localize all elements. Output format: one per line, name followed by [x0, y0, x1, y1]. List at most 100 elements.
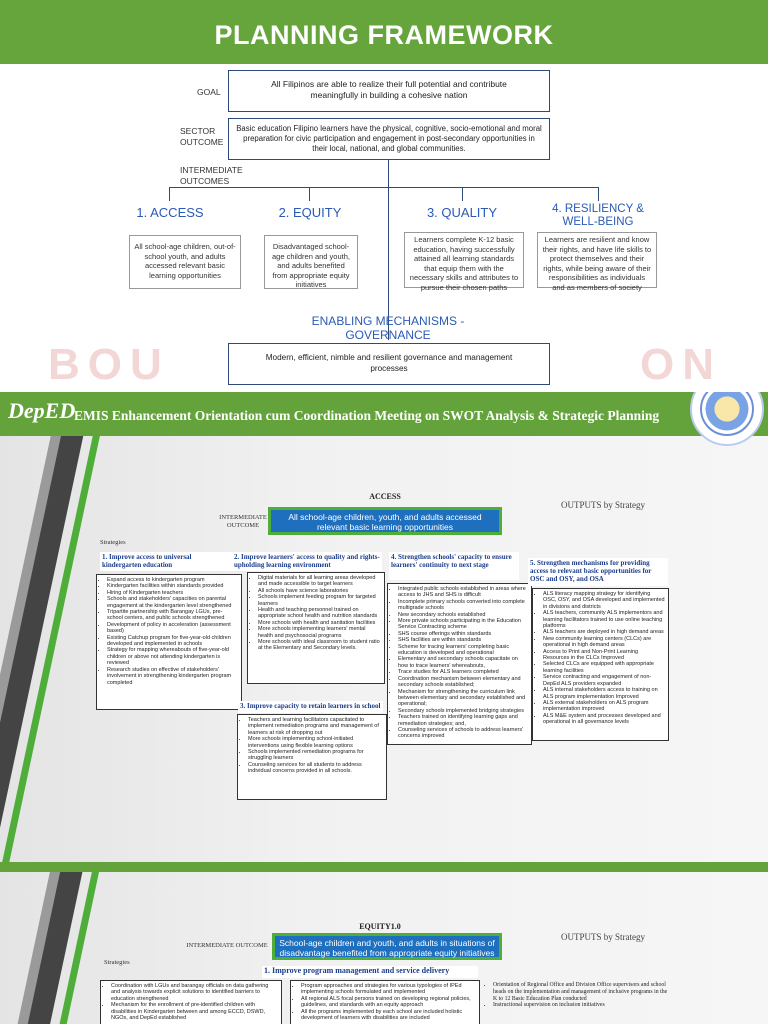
doc-title: ACCESS	[369, 492, 401, 501]
strategy-3-box: Teachers and learning facilitators capac…	[237, 714, 387, 800]
list-item: Tripartite partnership with Barangay LGU…	[107, 609, 238, 622]
equity-col-1-box: Coordination with LGUs and barangay offi…	[100, 980, 282, 1024]
intermediate-outcome-text: All school-age children, youth, and adul…	[288, 512, 482, 532]
list-item: Counseling services of schools to addres…	[398, 727, 528, 740]
strategy-2-box: Digital materials for all learning areas…	[247, 572, 385, 684]
list-item: ALS internal stakeholders access to trai…	[543, 687, 665, 700]
list-item: More schools with ideal classroom to stu…	[258, 639, 381, 652]
strategy-4-box: Integrated public schools established in…	[387, 583, 532, 745]
list-item: All schools have science laboratories	[258, 588, 381, 594]
strategy-1-head: 1. Improve access to universal kindergar…	[100, 552, 232, 571]
enabling-title: ENABLING MECHANISMS - GOVERNANCE	[311, 314, 465, 342]
strategies-label: Strategies	[100, 539, 126, 546]
seal-inner	[700, 392, 754, 436]
list-item: Instructional supervision on inclusion i…	[493, 1002, 669, 1009]
list-item: Elementary and secondary schools capacit…	[398, 656, 528, 669]
strategy-2-head: 2. Improve learners' access to quality a…	[232, 552, 382, 571]
strategy-1-list: Expand access to kindergarten programKin…	[99, 577, 238, 686]
list-item: More private schools participating in th…	[398, 618, 528, 631]
list-item: Hiring of Kindergarten teachers	[107, 590, 238, 596]
equity-col-1-list: Coordination with LGUs and barangay offi…	[103, 983, 278, 1021]
list-item: Expand access to kindergarten program	[107, 577, 238, 583]
planning-framework-slide: PLANNING FRAMEWORK BOU ON GOAL SECTOR OU…	[0, 0, 768, 392]
title-banner	[0, 0, 768, 64]
list-item: ALS external stakeholders on ALS program…	[543, 700, 665, 713]
list-item: Existing Catchup program for five-year-o…	[107, 635, 238, 648]
list-item: Teachers trained on identifying learning…	[398, 714, 528, 727]
list-item: Program approaches and strategies for va…	[301, 983, 476, 996]
list-item: Kindergarten facilities within standards…	[107, 583, 238, 589]
list-item: ALS literacy mapping strategy for identi…	[543, 591, 665, 610]
intermediate-outcome-box-2: School-age children and youth, and adult…	[272, 933, 502, 960]
list-item: All regional ALS focal persons trained o…	[301, 996, 476, 1009]
list-item: Secondary schools implemented bridging s…	[398, 708, 528, 714]
intermediate-outcome-label: INTERMEDIATE OUTCOME	[219, 514, 267, 529]
pillar-equity-box: Disadvantaged school-age children and yo…	[264, 235, 358, 289]
list-item: New secondary schools established	[398, 612, 528, 618]
pillar-equity-title: 2. EQUITY	[278, 205, 342, 220]
goal-text: All Filipinos are able to realize their …	[271, 79, 507, 100]
list-item: Schools implemented remediation programs…	[248, 749, 383, 762]
list-item: More schools with health and sanitation …	[258, 620, 381, 626]
sector-outcome-text: Basic education Filipino learners have t…	[236, 124, 542, 153]
list-item: Orientation of Regional Office and Divis…	[493, 982, 669, 1002]
outputs-title-2: OUTPUTS by Strategy	[561, 932, 645, 942]
pillar-access-box: All school-age children, out-of-school y…	[129, 235, 241, 289]
connector-quality	[462, 187, 463, 201]
equity-col-2-box: Program approaches and strategies for va…	[290, 980, 480, 1024]
pillar-access-text: All school-age children, out-of-school y…	[134, 242, 236, 280]
connector-equity	[309, 187, 310, 201]
connector-horizontal	[169, 187, 599, 188]
list-item: Digital materials for all learning areas…	[258, 575, 381, 588]
list-item: Trace studies for ALS learners completed	[398, 669, 528, 675]
strategy-5-box: ALS literacy mapping strategy for identi…	[532, 588, 669, 741]
list-item: Schools and stakeholders' capacities on …	[107, 596, 238, 609]
strategy-4-list: Integrated public schools established in…	[390, 586, 528, 740]
pillar-resiliency-box: Learners are resilient and know their ri…	[537, 232, 657, 292]
pillar-quality-text: Learners complete K-12 basic education, …	[409, 235, 519, 292]
enabling-text: Modern, efficient, nimble and resilient …	[265, 353, 513, 373]
list-item: Mechanism for the enrollment of pre-iden…	[111, 1002, 278, 1021]
list-item: More schools implementing school-initiat…	[248, 736, 383, 749]
slide-title: PLANNING FRAMEWORK	[214, 20, 554, 50]
outputs-title: OUTPUTS by Strategy	[561, 500, 645, 510]
list-item: ALS M&E system and processes developed a…	[543, 713, 665, 726]
strategy-1-head-2: 1. Improve program management and servic…	[262, 966, 478, 978]
watermark-right: ON	[640, 340, 722, 389]
strategy-1-box: Expand access to kindergarten programKin…	[96, 574, 242, 710]
goal-box: All Filipinos are able to realize their …	[228, 70, 550, 112]
list-item: Coordination mechanism between elementar…	[398, 676, 528, 689]
intermediate-label: INTERMEDIATE OUTCOMES	[180, 165, 243, 186]
list-item: ALS teachers are deployed in high demand…	[543, 629, 665, 635]
pillar-equity-text: Disadvantaged school-age children and yo…	[272, 242, 350, 289]
header-bar-2	[0, 862, 768, 872]
intermediate-outcome-text-2: School-age children and youth, and adult…	[279, 938, 495, 958]
list-item: Coordination with LGUs and barangay offi…	[111, 983, 278, 1002]
pillar-quality-title: 3. QUALITY	[426, 205, 498, 220]
strategy-3-head: 3. Improve capacity to retain learners i…	[238, 701, 383, 713]
list-item: Development of policy in acceleration (a…	[107, 622, 238, 635]
strategy-2-list: Digital materials for all learning areas…	[250, 575, 381, 652]
list-item: Integrated public schools established in…	[398, 586, 528, 599]
strategy-5-head: 5. Strengthen mechanisms for providing a…	[528, 558, 668, 586]
equity-col-3-list: Orientation of Regional Office and Divis…	[484, 982, 669, 1009]
list-item: Selected CLCs are equipped with appropri…	[543, 661, 665, 674]
list-item: Service contracting and engagement of no…	[543, 674, 665, 687]
list-item: Health and teaching personnel trained on…	[258, 607, 381, 620]
list-item: Scheme for tracing learners' completing …	[398, 644, 528, 657]
equity-doc-title: EQUITY1.0	[359, 922, 401, 931]
list-item: ALS teachers, community ALS implementors…	[543, 610, 665, 629]
pillar-quality-box: Learners complete K-12 basic education, …	[404, 232, 524, 292]
list-item: All the programs implemented by each sch…	[301, 1009, 476, 1022]
list-item: Research studies on effective of stakeho…	[107, 667, 238, 686]
list-item: More schools implementing learners' ment…	[258, 626, 381, 639]
header-bar	[0, 392, 768, 436]
pillar-resiliency-text: Learners are resilient and know their ri…	[542, 235, 652, 292]
list-item: Counseling services for all students to …	[248, 762, 383, 775]
list-item: Strategy for mapping whereabouts of five…	[107, 647, 238, 666]
list-item: Incomplete primary schools converted int…	[398, 599, 528, 612]
goal-label: GOAL	[197, 87, 221, 97]
list-item: Teachers and learning facilitators capac…	[248, 717, 383, 736]
deped-logo: DepED	[8, 398, 76, 423]
watermark-left: BOU	[48, 340, 170, 389]
